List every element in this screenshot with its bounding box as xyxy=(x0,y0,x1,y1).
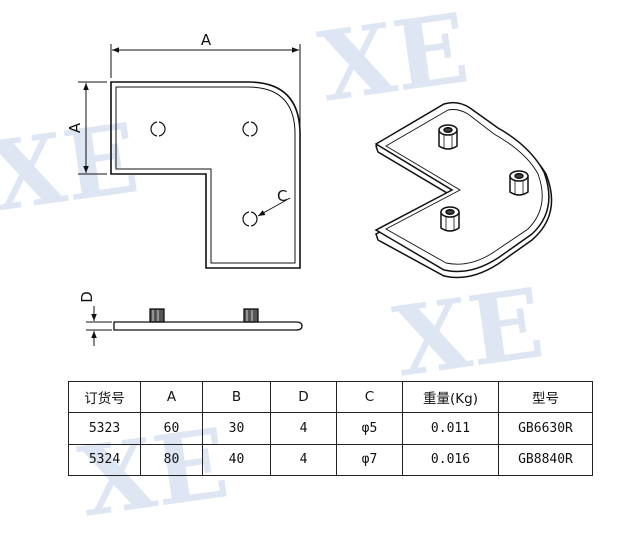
dimension-a-top-label: A xyxy=(201,31,212,49)
iso-standoff xyxy=(509,170,529,196)
dimension-a-left xyxy=(78,81,107,175)
iso-plate-top xyxy=(374,101,550,273)
cell-model: GB8840R xyxy=(498,443,593,476)
dimension-c-label: C xyxy=(277,187,287,205)
side-standoff xyxy=(149,308,165,323)
cell-c: φ5 xyxy=(336,412,403,445)
cell-order-no: 5324 xyxy=(68,443,141,476)
dimension-a-top xyxy=(110,44,301,128)
dimension-d-label: D xyxy=(78,291,96,303)
cell-c: φ7 xyxy=(336,443,403,476)
cell-model: GB6630R xyxy=(498,412,593,445)
table-row: 5324 80 40 4 φ7 0.016 GB8840R xyxy=(68,443,593,476)
dimension-d xyxy=(86,306,112,346)
cell-b: 40 xyxy=(202,443,271,476)
plate-outline-inner xyxy=(115,86,296,264)
header-a: A xyxy=(140,381,203,413)
side-plate xyxy=(113,321,303,331)
iso-plate-inner xyxy=(385,109,543,265)
cell-a: 60 xyxy=(140,412,203,445)
isometric-view xyxy=(374,101,553,279)
spec-table: 订货号 A B D C 重量(Kg) 型号 5323 60 30 4 φ5 0.… xyxy=(68,381,593,476)
header-d: D xyxy=(270,381,337,413)
plate-outline-outer xyxy=(110,81,301,269)
technical-drawing: A A C xyxy=(66,31,553,346)
side-view xyxy=(113,308,303,331)
cell-order-no: 5323 xyxy=(68,412,141,445)
table-row: 5323 60 30 4 φ5 0.011 GB6630R xyxy=(68,412,593,445)
cell-d: 4 xyxy=(270,443,337,476)
side-standoff xyxy=(243,308,259,323)
table-header-row: 订货号 A B D C 重量(Kg) 型号 xyxy=(68,381,593,413)
iso-standoff xyxy=(438,124,458,150)
header-order-no: 订货号 xyxy=(68,381,141,413)
top-view xyxy=(110,81,301,269)
header-weight: 重量(Kg) xyxy=(402,381,499,413)
dimension-a-left-label: A xyxy=(66,122,84,133)
cell-weight: 0.011 xyxy=(402,412,499,445)
cell-a: 80 xyxy=(140,443,203,476)
header-b: B xyxy=(202,381,271,413)
iso-standoff xyxy=(440,206,460,232)
dimension-c xyxy=(257,197,291,217)
cell-d: 4 xyxy=(270,412,337,445)
cell-weight: 0.016 xyxy=(402,443,499,476)
cell-b: 30 xyxy=(202,412,271,445)
header-model: 型号 xyxy=(498,381,593,413)
header-c: C xyxy=(336,381,403,413)
